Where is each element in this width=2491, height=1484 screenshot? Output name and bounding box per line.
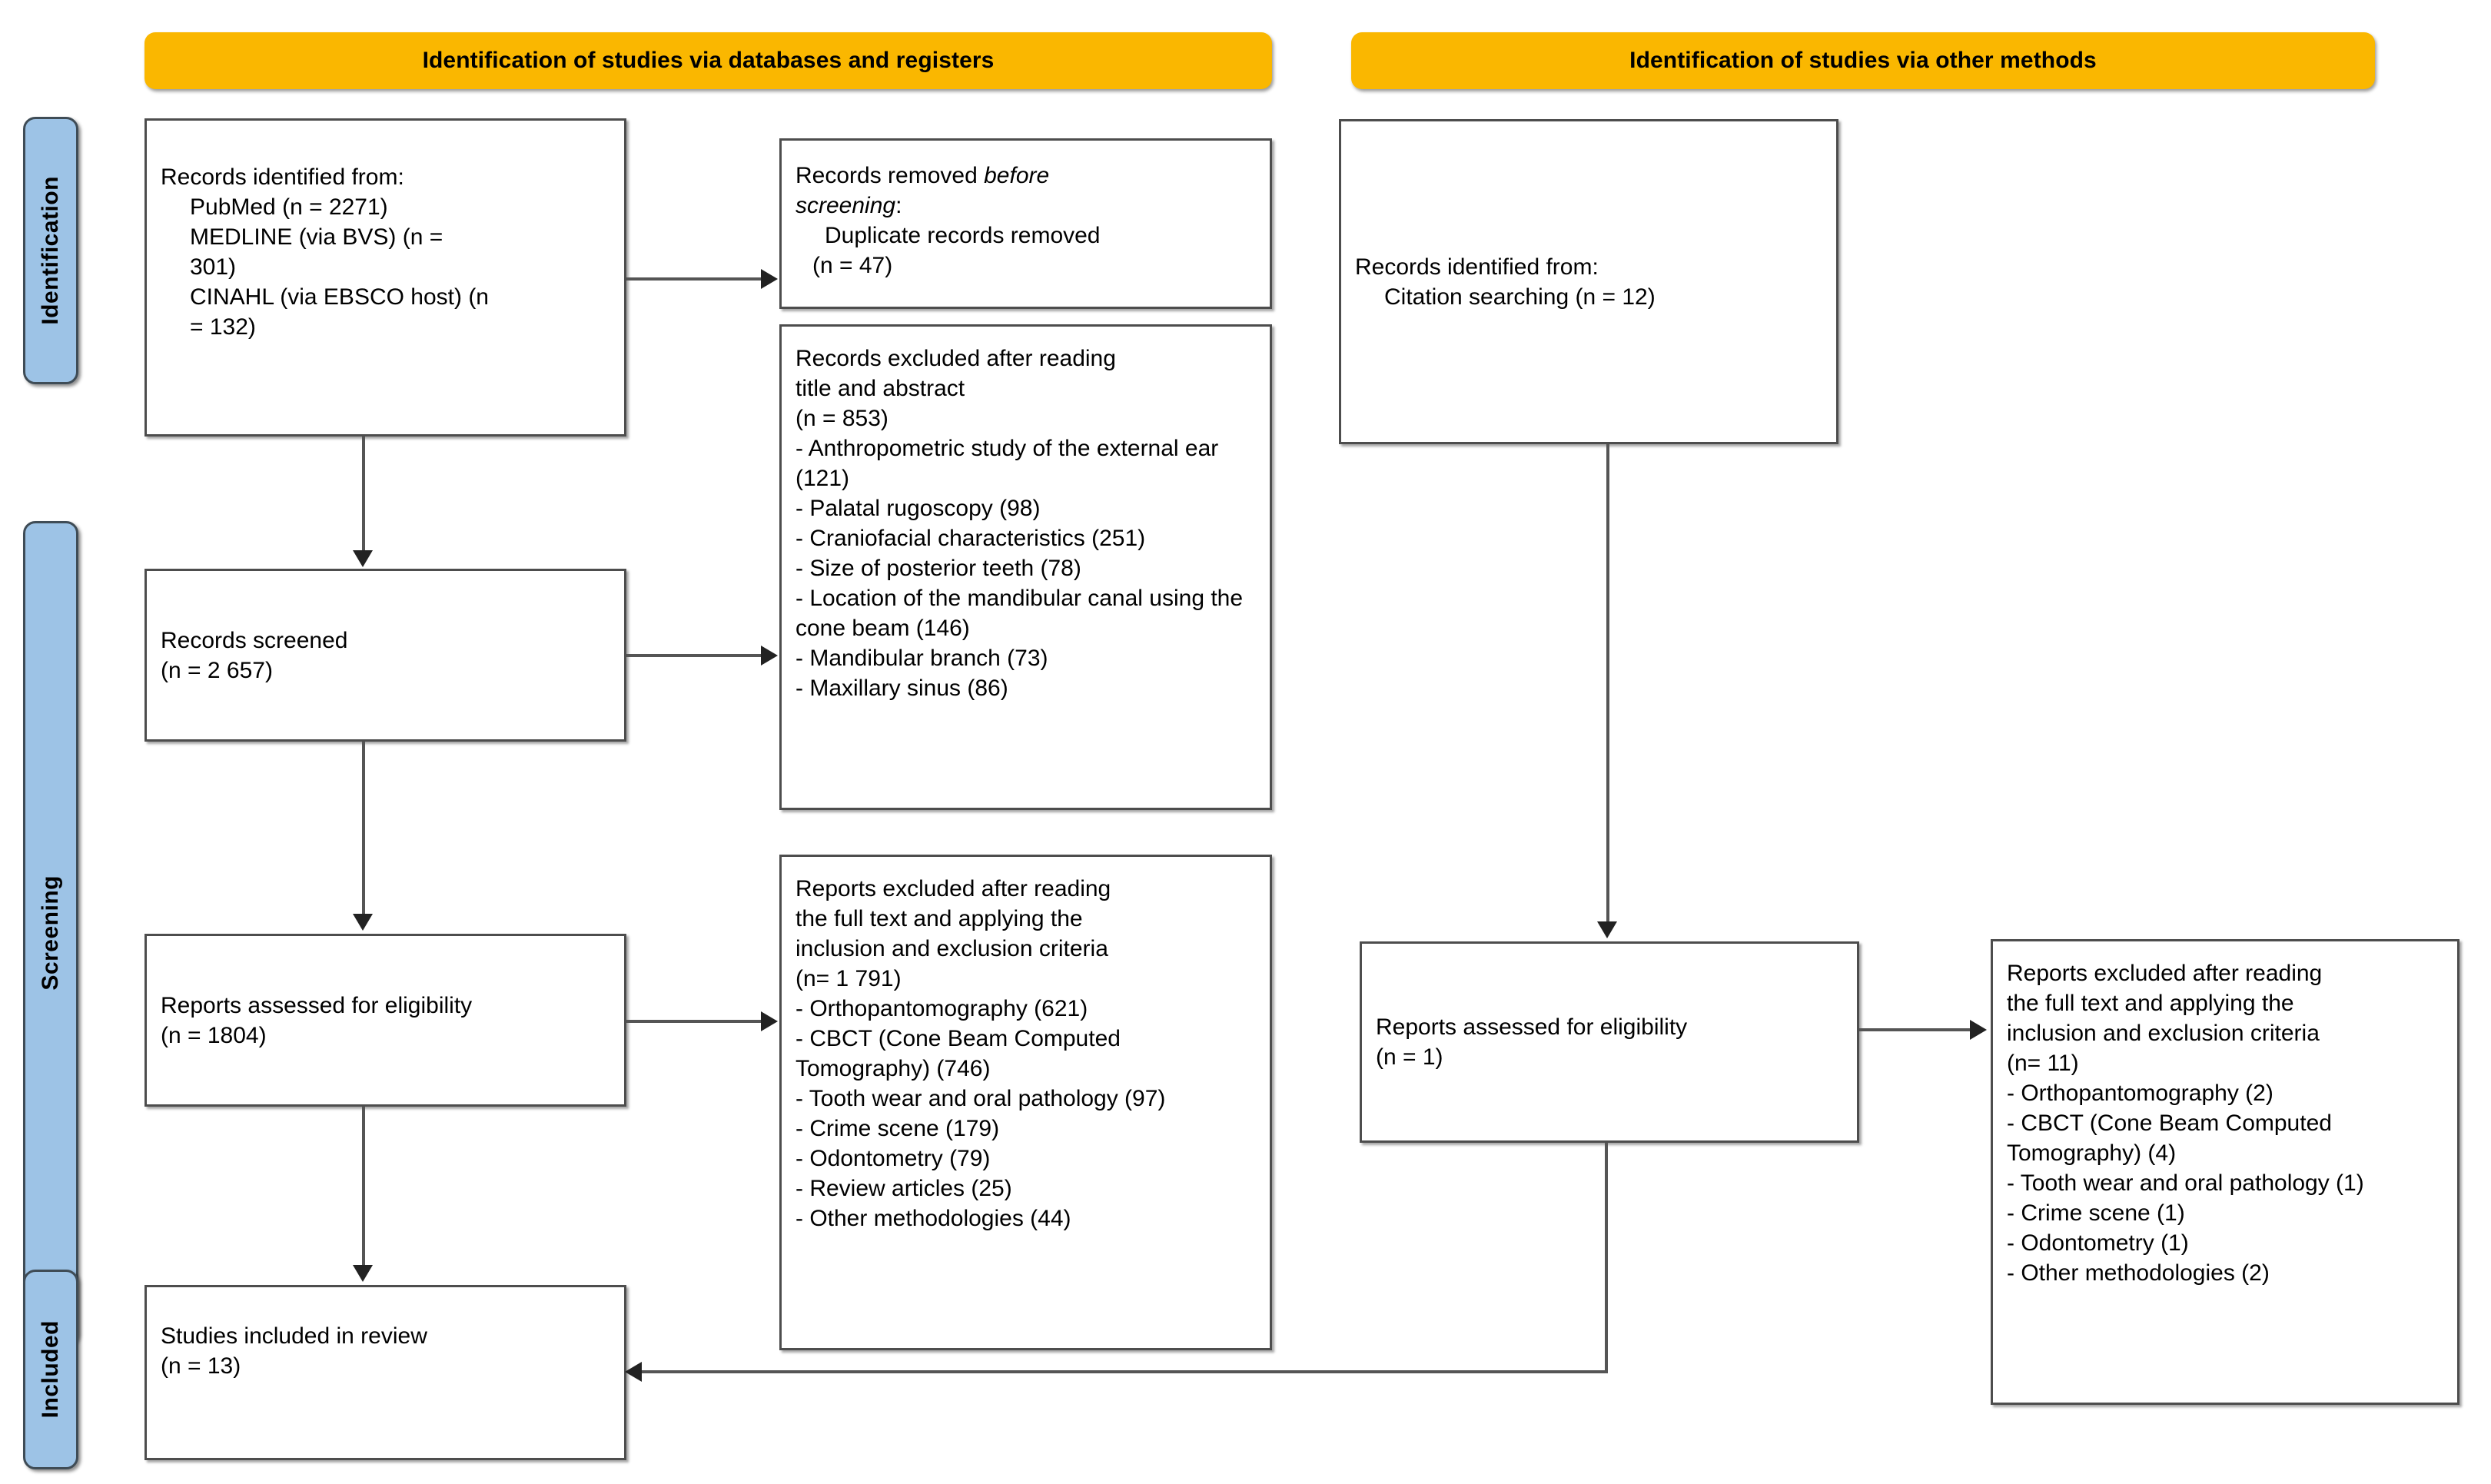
box-records-identified-other: Records identified from: Citation search… [1339,119,1838,444]
records-screened-line-1: Records screened [161,627,348,653]
list-item: - Odontometry (79) [795,1146,991,1171]
phase-header-other-methods: Identification of studies via other meth… [1351,32,2375,89]
stage-label-identification-text: Identification [38,176,63,325]
connector-assessed-other-to-excluded-other [1859,1028,1972,1031]
arrow-citation-to-assessed-other-icon [1597,921,1617,938]
reports-assessed-db-line-2: (n = 1804) [161,1022,267,1048]
records-excluded-title-line-1: Records excluded after reading [795,346,1116,371]
arrow-assessed-to-included-icon [353,1265,373,1282]
records-identified-db-line-6: = 132) [190,314,256,340]
stage-label-identification: Identification [23,117,78,384]
arrow-assessed-to-excluded-db-icon [761,1011,778,1031]
records-identified-other-line-2: Citation searching (n = 12) [1384,284,1656,310]
connector-identified-to-removed [626,277,763,281]
box-records-removed-before-screening: Records removed before screening: Duplic… [779,138,1272,309]
list-item: - Location of the mandibular canal using… [795,586,1250,641]
box-records-screened: Records screened (n = 2 657) [144,569,626,742]
stage-label-screening: Screening [23,521,78,1345]
list-item: - Tooth wear and oral pathology (1) [2007,1170,2364,1196]
reports-excluded-db-line-3: inclusion and exclusion criteria [795,936,1108,961]
reports-assessed-other-line-2: (n = 1) [1376,1044,1443,1070]
list-item: - Other methodologies (44) [795,1206,1071,1231]
reports-excluded-db-line-4: (n= 1 791) [795,966,902,991]
list-item: - CBCT (Cone Beam Computed Tomography) (… [2007,1111,2338,1166]
box-studies-included: Studies included in review (n = 13) [144,1285,626,1460]
arrow-identified-to-removed-icon [761,269,778,289]
list-item: - Craniofacial characteristics (251) [795,526,1146,551]
list-item: - Size of posterior teeth (78) [795,556,1081,581]
list-item: - Palatal rugoscopy (98) [795,496,1041,521]
reports-excluded-other-line-4: (n= 11) [2007,1051,2079,1076]
arrow-screened-to-assessed-icon [353,914,373,931]
reports-assessed-db-line-1: Reports assessed for eligibility [161,992,473,1018]
reports-excluded-other-line-1: Reports excluded after reading [2007,961,2323,986]
records-removed-line-1: Records removed before [795,163,1050,188]
list-item: - CBCT (Cone Beam Computed Tomography) (… [795,1026,1127,1081]
list-item: - Crime scene (1) [2007,1200,2185,1226]
stage-label-included-text: Included [38,1320,63,1419]
reports-excluded-db-line-1: Reports excluded after reading [795,876,1111,901]
reports-assessed-other-line-1: Reports assessed for eligibility [1376,1014,1688,1040]
reports-excluded-other-line-3: inclusion and exclusion criteria [2007,1021,2320,1046]
studies-included-line-1: Studies included in review [161,1323,427,1349]
list-item: - Crime scene (179) [795,1116,1000,1141]
box-reports-excluded-other: Reports excluded after reading the full … [1991,939,2459,1405]
reports-excluded-db-line-2: the full text and applying the [795,906,1083,931]
list-item: - Odontometry (1) [2007,1230,2189,1256]
records-removed-line-3: Duplicate records removed [825,223,1101,248]
arrow-identified-to-screened-icon [353,550,373,567]
list-item: - Review articles (25) [795,1176,1012,1201]
arrow-screened-to-excluded-icon [761,646,778,666]
box-records-identified-databases: Records identified from: PubMed (n = 227… [144,118,626,437]
list-item: - Tooth wear and oral pathology (97) [795,1086,1166,1111]
connector-assessed-other-to-included [642,1370,1608,1373]
records-excluded-title-line-2: title and abstract [795,376,965,401]
box-records-excluded-title-abstract: Records excluded after reading title and… [779,324,1272,810]
records-identified-db-line-2: PubMed (n = 2271) [190,194,388,220]
records-identified-db-line-5: CINAHL (via EBSCO host) (n [190,284,489,310]
phase-header-other-methods-label: Identification of studies via other meth… [1629,48,2097,73]
stage-label-screening-text: Screening [38,875,63,991]
records-identified-other-line-1: Records identified from: [1355,254,1599,280]
connector-assessed-other-down [1605,1143,1608,1372]
arrow-assessed-other-to-excluded-other-icon [1970,1020,1987,1040]
connector-identified-to-screened [362,437,365,552]
list-item: - Anthropometric study of the external e… [795,436,1225,491]
connector-screened-to-excluded [626,654,763,657]
connector-screened-to-assessed [362,742,365,915]
phase-header-databases-label: Identification of studies via databases … [422,48,995,73]
records-removed-line-2: screening: [795,193,902,218]
connector-assessed-to-included [362,1107,365,1267]
records-screened-line-2: (n = 2 657) [161,657,273,683]
box-reports-assessed-databases: Reports assessed for eligibility (n = 18… [144,934,626,1107]
connector-citation-to-assessed-other [1606,444,1609,923]
phase-header-databases: Identification of studies via databases … [144,32,1272,89]
list-item: - Orthopantomography (2) [2007,1081,2273,1106]
stage-label-included: Included [23,1270,78,1469]
records-excluded-title-line-3: (n = 853) [795,406,888,431]
list-item: - Mandibular branch (73) [795,646,1048,671]
list-item: - Maxillary sinus (86) [795,676,1008,701]
records-identified-db-line-1: Records identified from: [161,164,404,190]
studies-included-line-2: (n = 13) [161,1353,241,1379]
records-identified-db-line-3: MEDLINE (via BVS) (n = [190,224,443,250]
box-reports-assessed-other: Reports assessed for eligibility (n = 1) [1360,941,1859,1143]
arrow-assessed-other-to-included-icon [625,1362,642,1382]
list-item: - Other methodologies (2) [2007,1260,2270,1286]
records-identified-db-line-4: 301) [190,254,237,280]
list-item: - Orthopantomography (621) [795,996,1088,1021]
connector-assessed-to-excluded-db [626,1020,763,1023]
records-removed-line-4: (n = 47) [812,253,893,278]
box-reports-excluded-databases: Reports excluded after reading the full … [779,855,1272,1350]
reports-excluded-other-line-2: the full text and applying the [2007,991,2294,1016]
